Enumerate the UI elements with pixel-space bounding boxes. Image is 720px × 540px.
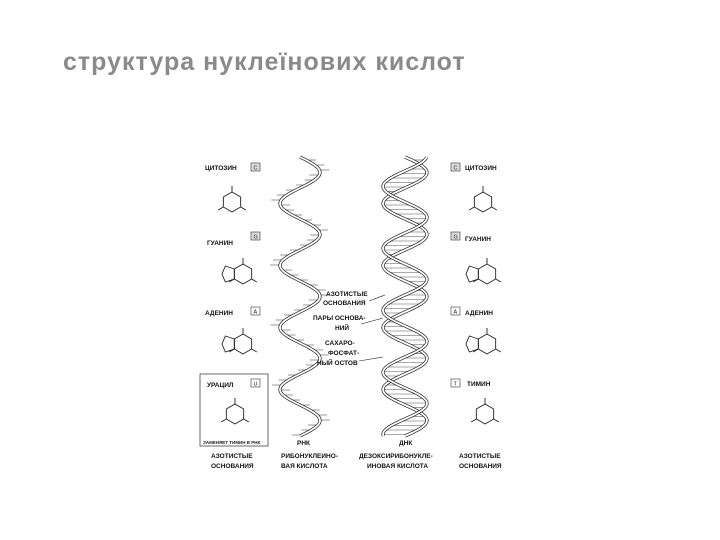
left-base-label: ЦИТОЗИН bbox=[205, 165, 237, 172]
uracil-structure bbox=[220, 398, 250, 425]
dna-label: ДНК bbox=[399, 440, 412, 447]
left-caption-line-2: ОСНОВАНИЯ bbox=[211, 463, 254, 470]
rna-caption-line-1: РИБОНУКЛЕИНО- bbox=[281, 453, 338, 460]
dna-caption-line-2: ИНОВАЯ КИСЛОТА bbox=[367, 463, 428, 470]
label-bases-line-2: ОСНОВАНИЯ bbox=[323, 300, 366, 307]
figure-canvas: ЦИТОЗИН C ГУАНИН G АДЕНИН A УРАЦИЛ U ЗАМ… bbox=[199, 155, 502, 470]
right-base-label: ЦИТОЗИН bbox=[465, 165, 497, 172]
helices bbox=[270, 155, 429, 438]
adenine-right-structure bbox=[465, 328, 502, 355]
label-pairs-line-2: НИЙ bbox=[335, 323, 349, 332]
rna-helix bbox=[270, 155, 330, 438]
label-bases-line-1: АЗОТИСТЫЕ bbox=[326, 291, 368, 298]
left-base-cytosine: ЦИТОЗИН C bbox=[205, 162, 261, 172]
left-base-label: АДЕНИН bbox=[205, 310, 233, 317]
right-base-thymine: T ТИМИН bbox=[450, 378, 491, 388]
dna-caption-line-1: ДЕЗОКСИРИБОНУКЛЕ- bbox=[359, 453, 433, 460]
right-base-guanine: G ГУАНИН bbox=[450, 231, 491, 243]
base-molecules bbox=[217, 186, 502, 425]
left-base-code: U bbox=[254, 382, 258, 388]
left-base-uracil: УРАЦИЛ U ЗАМЕНЯЕТ ТИМИН В РНК bbox=[199, 373, 269, 447]
adenine-left-structure bbox=[221, 328, 258, 355]
right-caption-line-1: АЗОТИСТЫЕ bbox=[459, 453, 501, 460]
right-base-label: ГУАНИН bbox=[465, 236, 491, 243]
left-base-label: УРАЦИЛ bbox=[207, 382, 234, 389]
uracil-note: ЗАМЕНЯЕТ ТИМИН В РНК bbox=[203, 440, 261, 445]
left-base-label: ГУАНИН bbox=[207, 240, 233, 247]
nucleic-acid-figure: ЦИТОЗИН C ГУАНИН G АДЕНИН A УРАЦИЛ U ЗАМ… bbox=[195, 152, 525, 482]
label-backbone-line-3: НЫЙ ОСТОВ bbox=[317, 358, 358, 367]
label-backbone-line-2: ФОСФАТ- bbox=[328, 350, 359, 357]
right-base-code: C bbox=[454, 166, 458, 172]
thymine-structure bbox=[470, 398, 500, 425]
cytosine-right-structure bbox=[468, 186, 498, 213]
left-base-code: G bbox=[254, 235, 258, 241]
right-caption-line-2: ОСНОВАНИЯ bbox=[459, 463, 502, 470]
left-base-code: A bbox=[254, 310, 258, 316]
right-base-code: T bbox=[454, 382, 458, 388]
rna-caption-line-2: ВАЯ КИСЛОТА bbox=[281, 463, 328, 470]
slide-title: структура нуклеїнових кислот bbox=[63, 48, 466, 76]
right-base-code: A bbox=[454, 310, 458, 316]
left-base-adenine: АДЕНИН A bbox=[205, 306, 261, 317]
rna-label: РНК bbox=[297, 440, 310, 447]
right-base-code: G bbox=[454, 235, 458, 241]
cytosine-left-structure bbox=[217, 186, 247, 213]
guanine-right-structure bbox=[465, 258, 502, 285]
left-caption-line-1: АЗОТИСТЫЕ bbox=[211, 453, 253, 460]
label-backbone-line-1: САХАРО- bbox=[325, 340, 355, 347]
dna-helix bbox=[381, 155, 429, 438]
left-base-code: C bbox=[254, 166, 258, 172]
left-base-guanine: ГУАНИН G bbox=[207, 231, 261, 247]
right-base-cytosine: C ЦИТОЗИН bbox=[450, 162, 497, 172]
center-labels: АЗОТИСТЫЕ ОСНОВАНИЯ ПАРЫ ОСНОВА- НИЙ САХ… bbox=[313, 291, 386, 367]
right-base-adenine: A АДЕНИН bbox=[450, 306, 493, 317]
guanine-left-structure bbox=[221, 258, 258, 285]
right-base-label: ТИМИН bbox=[467, 381, 491, 388]
label-pairs-line-1: ПАРЫ ОСНОВА- bbox=[313, 315, 366, 322]
right-base-label: АДЕНИН bbox=[465, 310, 493, 317]
